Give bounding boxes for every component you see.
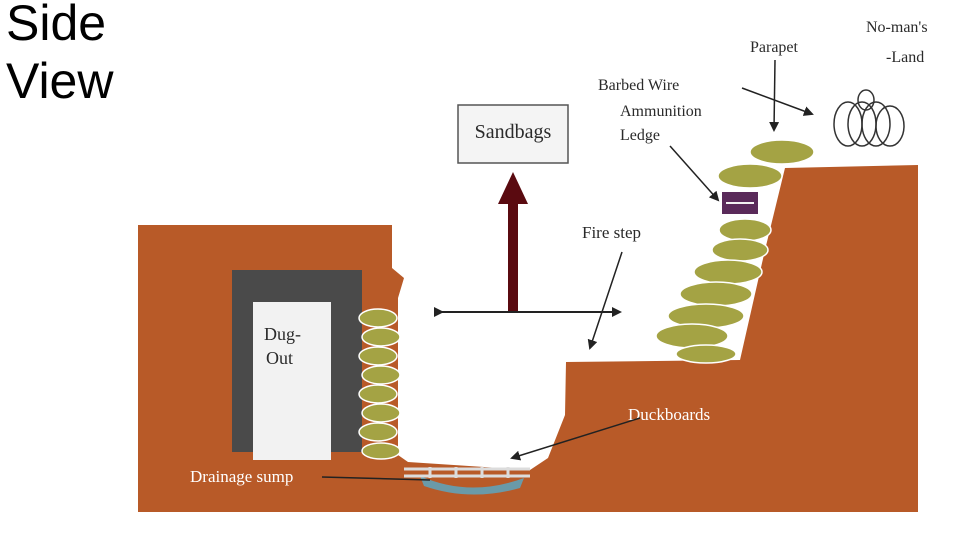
sandbags-label: Sandbags (475, 121, 552, 143)
ammunition-ledge-leader (669, 145, 720, 202)
sandbag (358, 422, 398, 442)
duckboards (404, 467, 530, 478)
sandbag (711, 238, 769, 262)
dugout-room (253, 302, 331, 460)
parapet-label: Parapet (750, 39, 799, 56)
slide-title-line-1: Side (6, 0, 107, 51)
sandbag (655, 323, 729, 349)
sandbag (358, 384, 398, 404)
sandbags-label-box (457, 104, 569, 164)
sandbag (693, 259, 763, 285)
no-mans-land-label-line-2: -Land (886, 49, 924, 66)
sandbag (749, 139, 815, 165)
left-sandbag-wall (358, 308, 401, 460)
fire-step-label: Fire step (582, 223, 641, 242)
drainage-sump-leader (321, 476, 431, 481)
ammunition-ledge-label-line-2: Ledge (620, 127, 660, 144)
fire-step-leader (587, 251, 623, 350)
sandbag (358, 308, 398, 328)
sandbag (718, 218, 772, 242)
sandbag (679, 281, 753, 307)
drainage-sump-water (420, 476, 524, 495)
no-mans-land-label-line-1: No-man's (866, 19, 928, 36)
sandbag (361, 403, 401, 423)
right-sandbag-parapet (655, 139, 815, 364)
duckboards-leader (510, 417, 641, 461)
dugout-label-line-2: Out (266, 348, 293, 368)
dugout-label-line-1: Dug- (264, 324, 301, 344)
sandbag (675, 344, 737, 364)
barbed-wire-label: Barbed Wire (598, 77, 679, 94)
sandbag (358, 346, 398, 366)
sandbag (361, 327, 401, 347)
sandbag (361, 365, 401, 385)
barbed-wire-coils (833, 89, 905, 147)
sandbags-up-arrow (498, 172, 528, 312)
drainage-sump-label: Drainage sump (190, 467, 293, 486)
slide-title: Side View (6, 0, 113, 110)
duckboards-label: Duckboards (628, 405, 710, 424)
slide-title-line-2: View (6, 53, 114, 109)
parapet-leader (769, 59, 780, 132)
barbed-wire-leader (741, 87, 814, 116)
sandbag (361, 442, 401, 460)
ammunition-ledge-label-line-1: Ammunition (620, 103, 702, 120)
sandbag (717, 163, 783, 189)
